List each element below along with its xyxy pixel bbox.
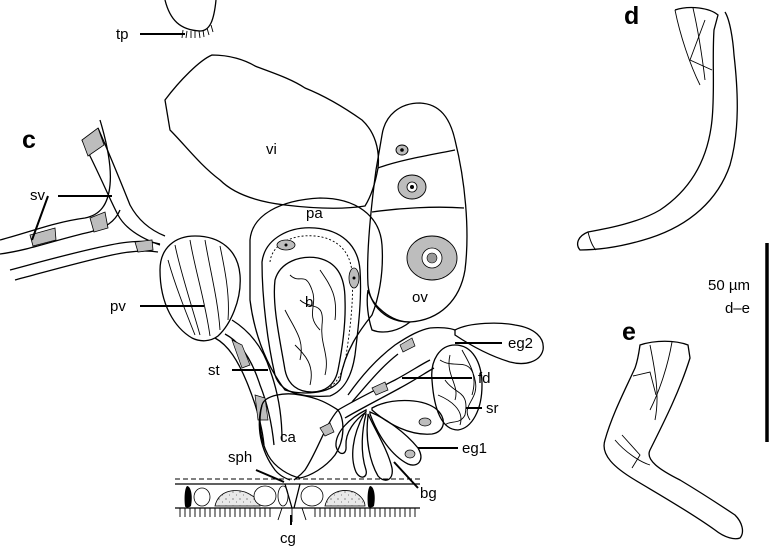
common-atrium [259, 393, 344, 479]
egg-glands-eg1 [335, 399, 444, 481]
prostatic-vesicle-lines [167, 239, 229, 337]
stylet-duct [214, 319, 283, 446]
panel-label-d: d [624, 2, 639, 30]
label-ov: ov [412, 289, 428, 306]
label-cg: cg [280, 530, 296, 547]
oocyte-large-nucleolus [426, 252, 438, 264]
label-pa: pa [306, 205, 323, 222]
label-sph: sph [228, 449, 252, 466]
panel-label-c: c [22, 126, 36, 154]
label-ca: ca [280, 429, 297, 446]
label-fd: fd [478, 370, 491, 387]
ovary-grey-backing [366, 289, 412, 333]
bursa-inner-wall [269, 235, 353, 389]
label-st: st [208, 362, 221, 379]
oocyte-medium-nucleolus [410, 185, 414, 189]
oocyte-small-nucleus [400, 148, 404, 152]
body-wall [175, 478, 420, 522]
leader-lines [31, 33, 502, 525]
tip-cilia [181, 24, 214, 39]
panel-label-e: e [622, 318, 636, 346]
egg-gland-eg2 [454, 322, 544, 365]
vitellarium [164, 54, 380, 209]
panel-e-stylet [603, 340, 744, 540]
label-sv: sv [30, 187, 46, 204]
seminal-receptacle [431, 344, 483, 431]
seminal-vesicle-ducts [0, 119, 166, 281]
bursa-wall [261, 227, 362, 398]
labels: c d e tp vi sv pa pv b ov eg2 st fd sr c… [22, 2, 750, 547]
ovary [366, 102, 468, 323]
tip-outline [164, 0, 217, 32]
panel-d-stylet [577, 6, 738, 251]
label-vi: vi [266, 141, 277, 158]
label-tp: tp [116, 26, 129, 43]
atrium-right-wall [293, 409, 339, 481]
female-duct [337, 327, 435, 419]
label-sr: sr [486, 400, 499, 417]
prostatic-vesicle [159, 235, 241, 342]
label-eg1: eg1 [462, 440, 487, 457]
panel-c-drawing [0, 0, 544, 522]
label-bg: bg [420, 485, 437, 502]
atrium-left-wall [258, 404, 291, 481]
scale-bar-panels: d–e [725, 300, 750, 317]
label-b: b [305, 294, 313, 311]
ovary-septum-1 [377, 149, 456, 169]
sperm-in-bursa [284, 269, 337, 386]
seminal-receptacle-sperm [437, 349, 477, 426]
label-pv: pv [110, 298, 126, 315]
parenchyma-pa [249, 197, 384, 394]
ovary-septum-2 [371, 206, 465, 213]
scale-bar-value: 50 µm [708, 277, 750, 294]
label-eg2: eg2 [508, 335, 533, 352]
bursa-lumen [273, 256, 346, 393]
